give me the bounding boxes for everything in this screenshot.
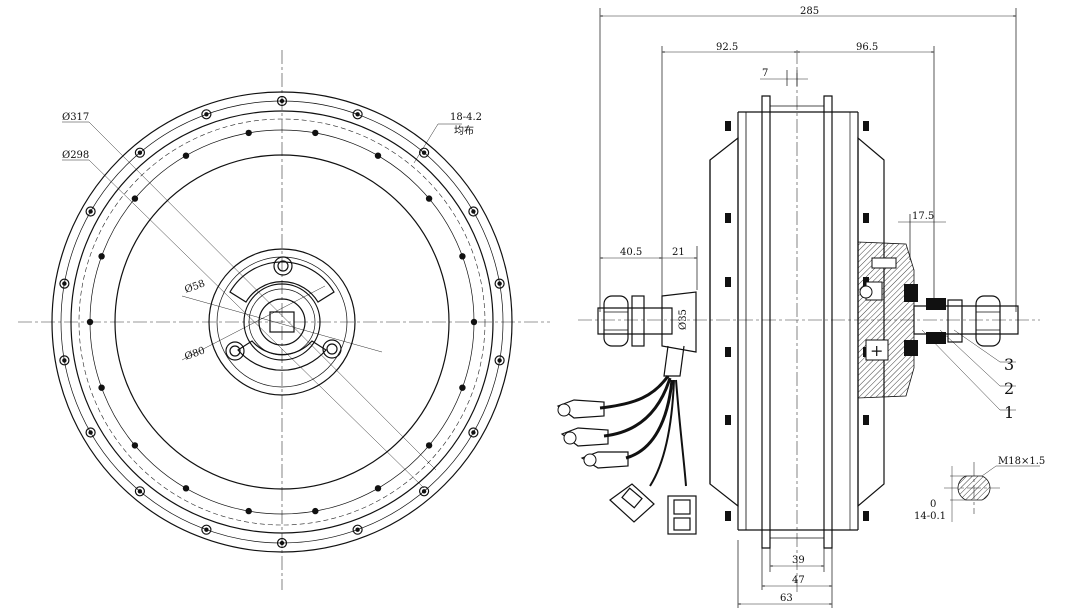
bolt-hole xyxy=(459,253,466,260)
bolt-hole xyxy=(137,489,143,494)
bolt-hole xyxy=(279,540,285,546)
bolt-hole xyxy=(471,430,476,435)
callout-3: 3 xyxy=(1004,355,1014,374)
bolt-hole xyxy=(421,489,427,494)
d317-label: Ø317 xyxy=(62,112,89,123)
bolt-hole xyxy=(425,442,433,449)
side-bolt xyxy=(725,277,731,287)
dim-w63: 63 xyxy=(780,593,793,604)
callout-2: 2 xyxy=(1004,379,1014,398)
bolt-hole xyxy=(312,129,319,137)
bolt-hole xyxy=(86,318,94,326)
bolt-hole xyxy=(62,358,67,363)
dim-cable-side: 40.5 xyxy=(620,247,642,258)
dim-left-half: 92.5 xyxy=(716,42,738,53)
bolt-hole xyxy=(425,195,433,202)
hub-screw-left xyxy=(225,341,245,361)
rim-bolt-holes xyxy=(59,95,505,549)
dim-offset: 7 xyxy=(762,68,768,79)
dim-axle-dia: Ø35 xyxy=(678,309,689,330)
bolt-hole xyxy=(468,206,479,217)
bolt-hole xyxy=(374,152,382,159)
dim-w47: 47 xyxy=(792,575,805,586)
holes-label: 18-4.2 xyxy=(450,112,482,123)
side-bolt xyxy=(863,511,869,521)
bolt-hole xyxy=(88,209,93,214)
bolt-hole xyxy=(494,355,505,366)
bolt-hole xyxy=(85,206,96,217)
cable-harness xyxy=(556,375,697,535)
bolt-hole xyxy=(459,384,466,391)
bolt-hole xyxy=(137,150,143,155)
plus-symbol: + xyxy=(870,341,883,360)
bolt-hole xyxy=(352,524,363,535)
bolt-hole xyxy=(468,427,479,438)
tol-bottom-label: 14-0.1 xyxy=(914,511,946,522)
bolt-hole xyxy=(355,527,360,532)
side-bolt xyxy=(725,347,731,357)
bolt-hole xyxy=(131,195,139,202)
bolt-hole xyxy=(201,524,212,535)
hub-screw-right xyxy=(322,339,342,359)
bolt-hole xyxy=(204,527,209,532)
dim-overall: 285 xyxy=(800,6,819,17)
bolt-hole xyxy=(471,209,476,214)
side-bolt xyxy=(725,213,731,223)
side-bolt xyxy=(725,511,731,521)
bolt-hole xyxy=(98,253,105,260)
thread-label: M18×1.5 xyxy=(998,456,1045,467)
holes-note-label: 均布 xyxy=(454,125,474,137)
bolt-hole xyxy=(245,129,252,137)
tol-top-label: 0 xyxy=(930,499,936,510)
bolt-hole xyxy=(312,507,319,515)
hub-screw-top xyxy=(273,256,293,276)
bolt-hole xyxy=(88,430,93,435)
side-bolt xyxy=(863,213,869,223)
dim-right-half: 96.5 xyxy=(856,42,878,53)
bolt-hole xyxy=(59,355,70,366)
bolt-hole xyxy=(374,485,382,492)
bolt-hole xyxy=(98,384,105,391)
side-bolt xyxy=(863,121,869,131)
axle-section: M18×1.5 0 14-0.1 xyxy=(914,456,1045,522)
side-bolt xyxy=(863,415,869,425)
bolt-hole xyxy=(421,150,427,155)
bolt-hole xyxy=(59,278,70,289)
bolt-hole xyxy=(85,427,96,438)
dim-cable-exit: 21 xyxy=(672,247,685,258)
bolt-hole xyxy=(352,109,363,120)
bolt-hole xyxy=(355,112,360,117)
dim-w39: 39 xyxy=(792,555,805,566)
bolt-hole xyxy=(494,278,505,289)
d58-label: Ø58 xyxy=(183,278,206,295)
bolt-hole xyxy=(419,147,430,158)
bolt-hole xyxy=(134,486,145,497)
callout-1: 1 xyxy=(1004,403,1014,422)
bolt-hole xyxy=(62,281,67,286)
bolt-hole xyxy=(497,281,502,286)
d80-label: Ø80 xyxy=(183,345,206,362)
dim-bearing: 17.5 xyxy=(912,211,934,222)
bolt-hole xyxy=(182,152,190,159)
bolt-hole xyxy=(470,318,478,326)
bolt-hole xyxy=(279,98,285,104)
bolt-hole xyxy=(182,485,190,492)
bolt-hole xyxy=(276,95,288,107)
bolt-hole xyxy=(245,507,252,515)
front-view: Ø317 Ø298 18-4.2 均布 Ø58 Ø80 xyxy=(18,50,550,590)
bolt-hole xyxy=(204,112,209,117)
d298-label: Ø298 xyxy=(62,150,89,161)
bolt-hole xyxy=(276,537,288,549)
bolt-hole xyxy=(134,147,145,158)
bolt-hole xyxy=(131,442,139,449)
bolt-hole xyxy=(419,486,430,497)
side-view: 285 92.5 96.5 7 40.5 21 17.5 xyxy=(556,6,1040,608)
side-bolt xyxy=(725,415,731,425)
side-bolt xyxy=(725,121,731,131)
bolt-hole xyxy=(201,109,212,120)
bolt-hole xyxy=(497,358,502,363)
